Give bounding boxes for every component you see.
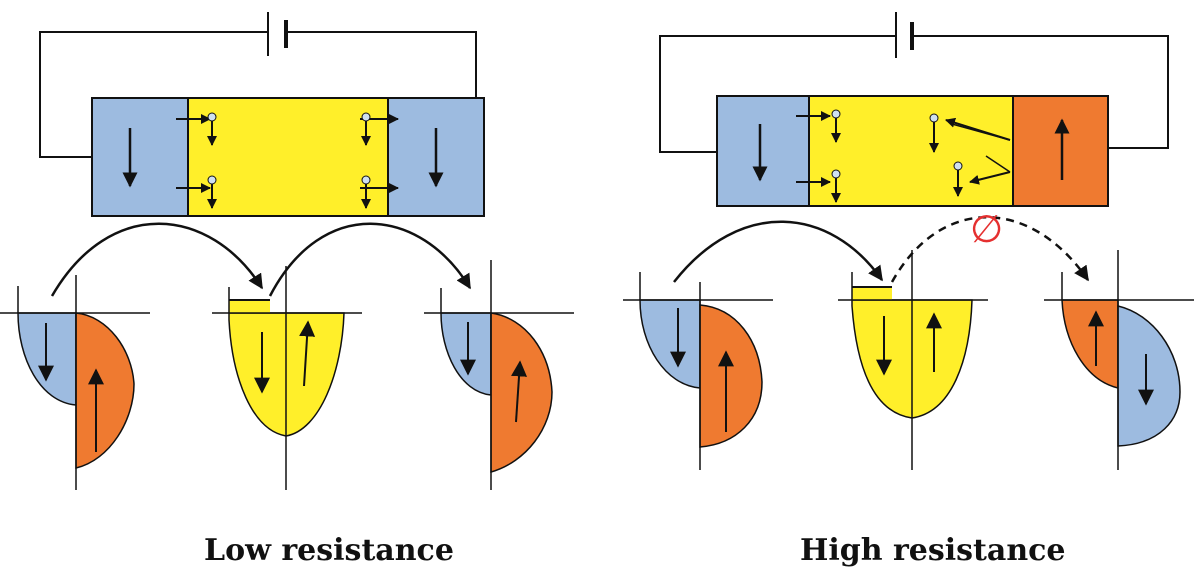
left-ferromagnet-layer xyxy=(91,97,189,217)
blocked-tunneling-arrow xyxy=(890,216,1090,283)
electron-icon xyxy=(953,155,1011,197)
blocked-symbol: ∅ xyxy=(970,207,1004,251)
density-of-states-left-ferromagnet xyxy=(0,275,150,490)
tunneling-arrow xyxy=(268,222,472,297)
electron-icon xyxy=(360,112,399,146)
density-of-states-spacer xyxy=(212,266,362,490)
density-of-states-spacer xyxy=(838,250,988,470)
high-resistance-caption: High resistance xyxy=(800,533,1066,568)
electron-icon xyxy=(796,109,841,143)
battery-icon xyxy=(267,12,288,56)
tunneling-arrow xyxy=(673,220,884,283)
battery-icon xyxy=(895,12,914,58)
low-resistance-panel xyxy=(0,12,574,490)
electron-icon xyxy=(176,175,217,209)
electron-icon xyxy=(176,112,217,146)
electron-icon xyxy=(360,175,399,209)
left-ferromagnet-layer xyxy=(716,95,810,207)
electron-icon xyxy=(929,113,1011,153)
density-of-states-left-ferromagnet xyxy=(623,272,773,470)
high-resistance-panel xyxy=(623,12,1194,470)
electron-icon xyxy=(796,169,841,203)
low-resistance-caption: Low resistance xyxy=(204,533,454,568)
tunneling-arrow xyxy=(50,222,264,297)
density-of-states-right-ferromagnet xyxy=(1044,250,1194,470)
spacer-layer xyxy=(187,97,389,217)
density-of-states-right-ferromagnet xyxy=(424,260,574,490)
right-ferromagnet-layer xyxy=(1012,95,1109,207)
circuit-wire xyxy=(659,35,1169,153)
spacer-layer xyxy=(808,95,1014,207)
